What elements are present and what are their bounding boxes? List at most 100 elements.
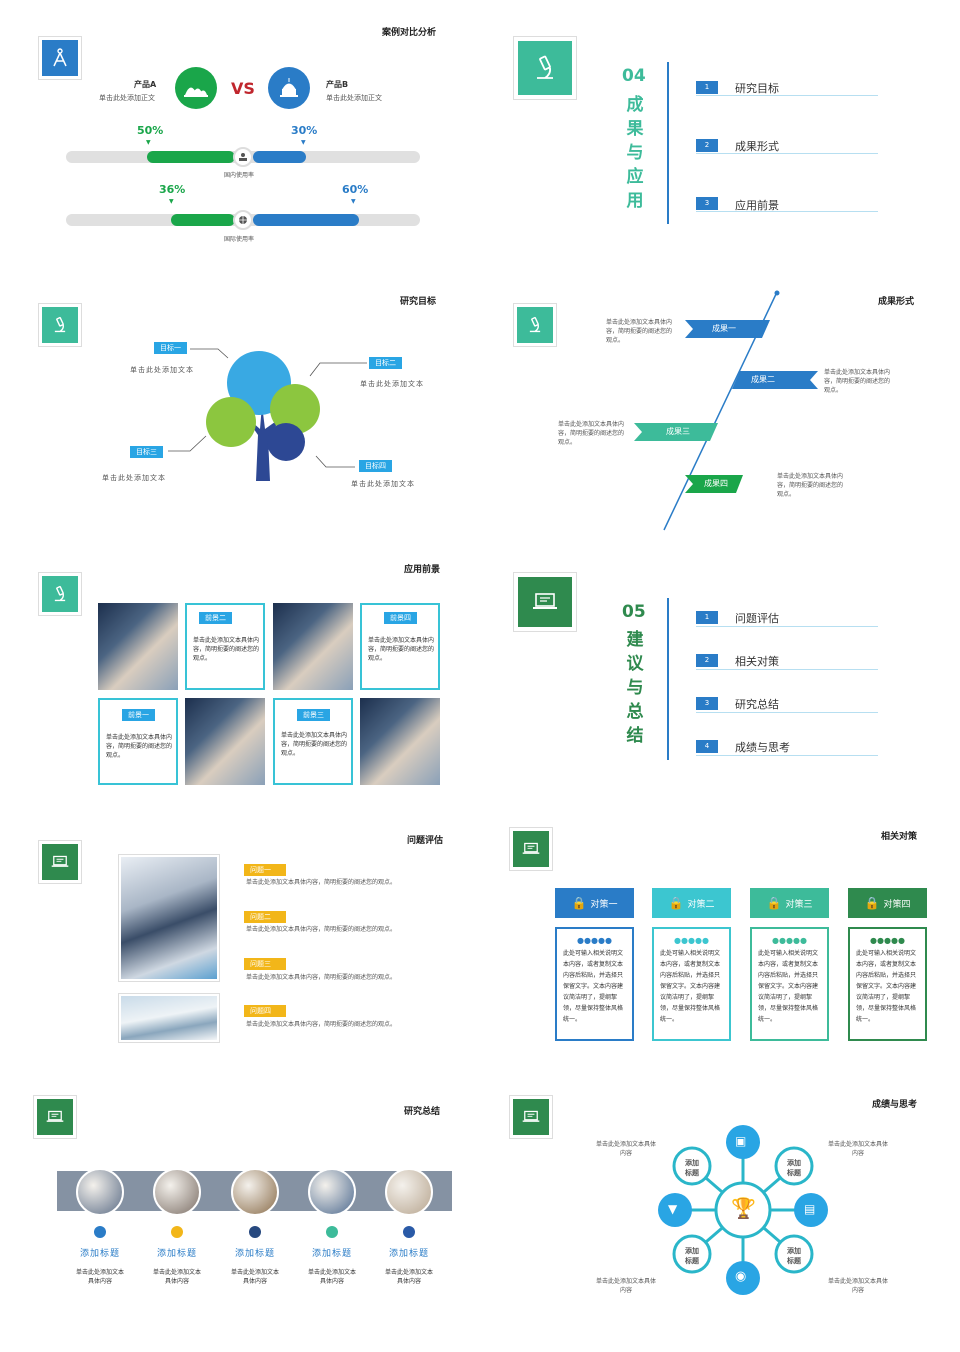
domestic-label: 国内使用率 <box>224 172 255 179</box>
prospect-card-3: 前景三 单击此处添加文本具体内容，简明扼要的阐述您的观点。 <box>273 698 353 785</box>
goal-text-1: 单击此处添加文本 <box>130 366 194 374</box>
issue-tag-3: 问题三 <box>244 958 286 970</box>
slide-title: 案例对比分析 <box>382 28 437 38</box>
toc-item-summary[interactable]: 研究总结 <box>735 698 779 711</box>
result-text-1: 单击此处添加文本具体内容，简明扼要的阐述您的观点。 <box>606 319 673 344</box>
summary-item-icon <box>403 1226 415 1238</box>
issue-text-4: 单击此处添加文本具体内容，简明扼要的阐述您的观点。 <box>246 1021 397 1028</box>
camera-icon: ◉ <box>735 1269 747 1284</box>
handshake-photo <box>98 603 178 690</box>
toc-item-result-form[interactable]: 成果形式 <box>735 140 779 153</box>
result-text-4: 单击此处添加文本具体内容，简明扼要的阐述您的观点。 <box>777 473 844 498</box>
slide-badge <box>513 303 557 347</box>
slide-title: 成果形式 <box>878 297 915 307</box>
slide-case-comparison: 案例对比分析 产品A 单击此处添加正文 VS 产品B 单击此处添加正文 50% … <box>0 0 480 270</box>
mountain-photo <box>121 996 217 1040</box>
domestic-a-percent: 50% <box>137 124 164 137</box>
connector-lines <box>168 348 367 468</box>
summary-photo-circle <box>153 1168 201 1216</box>
prospect-tag: 前景四 <box>384 612 417 624</box>
summary-item-title: 添加标题 <box>79 1249 120 1259</box>
prospect-card-4: 前景四 单击此处添加文本具体内容，简明扼要的阐述您的观点。 <box>360 603 440 690</box>
toc-underline <box>696 755 878 756</box>
toc-number: 3 <box>696 697 718 710</box>
product-b-name: 产品B <box>326 80 349 89</box>
result-label-3: 成果三 <box>666 427 690 436</box>
laptop-icon <box>518 577 572 627</box>
intl-b-percent: 60% <box>342 183 369 196</box>
toc-item-measures[interactable]: 相关对策 <box>735 655 779 668</box>
pointer-icon: ▼ <box>301 139 306 146</box>
intl-label: 国际使用率 <box>224 236 255 243</box>
measure-header-bg: 🔒对策四 <box>848 888 927 918</box>
divider <box>667 62 669 224</box>
result-text-2: 单击此处添加文本具体内容，简明扼要的阐述您的观点。 <box>824 369 891 394</box>
measure-text: 此处可输入相关说明文本内容，或者复制文本内容后粘贴，并选择只保留文字。文本内容建… <box>660 950 721 1023</box>
slide-badge <box>38 572 82 616</box>
section-number: 05 <box>622 602 646 622</box>
product-b-desc: 单击此处添加正文 <box>326 94 382 102</box>
slide-title: 问题评估 <box>407 836 444 846</box>
slide-title: 应用前景 <box>404 565 441 575</box>
radial-diagram <box>658 1125 828 1295</box>
handshake-photo <box>185 698 265 785</box>
divider <box>667 598 669 760</box>
product-a-name: 产品A <box>134 80 157 89</box>
people-icon <box>233 147 253 167</box>
globe-icon <box>233 210 253 230</box>
slide-badge <box>38 303 82 347</box>
measure-header-bg: 🔒对策三 <box>750 888 829 918</box>
slide-badge <box>38 840 82 884</box>
goal-text-2: 单击此处添加文本 <box>360 380 424 388</box>
microscope-icon <box>517 307 553 343</box>
measure-header-4: 🔒对策四 <box>848 888 927 918</box>
prospect-tag: 前景一 <box>122 709 155 721</box>
laptop-icon <box>513 831 549 867</box>
toc-number: 1 <box>696 611 718 624</box>
mountain-photo-frame <box>118 993 220 1043</box>
tree-graphic <box>206 351 320 481</box>
note-top-left: 单击此处添加文本具体内容 <box>596 1141 657 1157</box>
note-bottom-left: 单击此处添加文本具体内容 <box>596 1278 657 1294</box>
prospect-text: 单击此处添加文本具体内容，简明扼要的阐述您的观点。 <box>281 732 348 757</box>
product-a-desc: 单击此处添加正文 <box>99 94 155 102</box>
summary-item-icon <box>94 1226 106 1238</box>
goal-tag-4: 目标四 <box>359 460 392 472</box>
microscope-icon <box>42 307 78 343</box>
slide-badge <box>33 1095 77 1139</box>
summary-item-text: 单击此处添加文本具体内容 <box>230 1269 279 1285</box>
filter-icon: ▼ <box>668 1202 678 1216</box>
slide-prospects: 应用前景 前景二 单击此处添加文本具体内容，简明扼要的阐述您的观点。 前景四 单… <box>0 540 480 810</box>
toc-item-issue-eval[interactable]: 问题评估 <box>735 612 779 625</box>
measure-label: 对策四 <box>883 899 911 910</box>
lock-icon: 🔒 <box>668 896 684 910</box>
microscope-icon <box>42 576 78 612</box>
slide-measures: 相关对策 🔒对策一 ●●●●● 此处可输入相关说明文本内容，或者复制文本内容后粘… <box>480 810 960 1080</box>
summary-item-icon <box>171 1226 183 1238</box>
opera-house-icon <box>175 67 217 109</box>
slide-research-goals: 研究目标 目标一 单击此处添加文本 目标二 单击此处添加文本 目标三 单击此处添… <box>0 270 480 540</box>
toc-item-research-goal[interactable]: 研究目标 <box>735 82 779 95</box>
section-title: 建 议 与 总 结 <box>626 630 644 746</box>
slide-badge <box>513 36 577 100</box>
handshake-photo <box>273 603 353 690</box>
domestic-b-percent: 30% <box>291 124 318 137</box>
briefcase-icon: ▤ <box>804 1202 816 1216</box>
toc-item-prospect[interactable]: 应用前景 <box>735 199 779 212</box>
measure-card-1: ●●●●● 此处可输入相关说明文本内容，或者复制文本内容后粘贴，并选择只保留文字… <box>555 927 634 1041</box>
intl-bar-b <box>253 214 360 226</box>
toc-underline <box>696 669 878 670</box>
measure-header-1: 🔒对策一 <box>555 888 634 918</box>
result-label-1: 成果一 <box>712 324 736 333</box>
slide-title: 相关对策 <box>881 832 918 842</box>
toc-item-reflection[interactable]: 成绩与思考 <box>735 741 790 754</box>
pointer-icon: ▼ <box>351 198 356 205</box>
goal-tag-3: 目标三 <box>130 446 163 458</box>
meeting-photo-frame <box>118 854 220 982</box>
prospect-tag: 前景二 <box>199 612 232 624</box>
domestic-bar-b <box>253 151 307 163</box>
summary-item-title: 添加标题 <box>311 1249 352 1259</box>
measure-card-2: ●●●●● 此处可输入相关说明文本内容，或者复制文本内容后粘贴，并选择只保留文字… <box>652 927 731 1041</box>
measure-header-2: 🔒对策二 <box>652 888 731 918</box>
toc-underline <box>696 95 878 96</box>
